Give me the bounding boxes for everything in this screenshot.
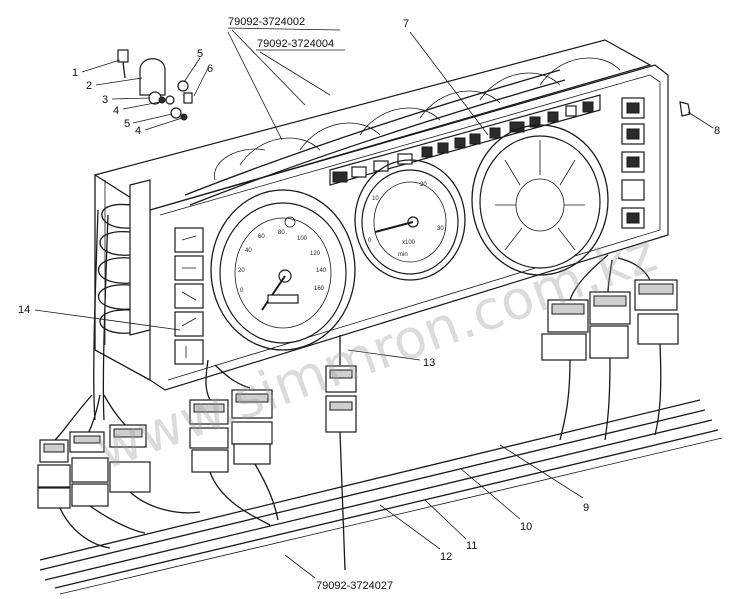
callout-8: 8 [714,125,720,137]
speedo-tick-0: 0 [240,288,244,294]
leader-lines [34,27,714,579]
callout-3: 3 [102,94,108,106]
part-number-top-sub: 79092-3724004 [257,38,334,50]
speedometer: 0 20 40 60 80 100 120 140 160 [210,189,356,351]
callout-4b: 4 [135,125,141,137]
combination-gauge [471,124,609,276]
harness-rails [39,399,723,595]
speedo-tick-60: 60 [258,234,265,240]
tach-unit: x100 [402,240,416,246]
connector-13 [325,335,357,571]
speedo-tick-20: 20 [238,268,245,274]
callout-5b: 5 [124,118,130,130]
speedo-tick-40: 40 [245,248,252,254]
part-number-top-main: 79092-3724002 [228,16,305,28]
speedo-tick-160: 160 [314,286,325,292]
tach-tick-30: 30 [437,226,444,232]
speedo-tick-120: 120 [310,251,321,257]
callout-10: 10 [520,521,532,533]
callout-4a: 4 [113,105,119,117]
hardware-parts [117,49,193,121]
callout-2: 2 [86,80,92,92]
tach-sub-unit: min [398,252,408,258]
connector-cluster-left [37,394,201,549]
connector-cluster-middle [189,359,279,526]
speedo-tick-100: 100 [297,236,308,242]
tach-tick-0: 0 [368,238,372,244]
tachometer: 0 10 20 30 x100 min [354,159,466,281]
tach-tick-20: 20 [420,182,427,188]
tach-tick-10: 10 [372,196,379,202]
callout-5a: 5 [197,48,203,60]
right-switch-column [621,97,645,229]
connector-cluster-right [541,254,679,441]
callout-13: 13 [423,357,435,369]
part-number-bottom: 79092-3724027 [316,580,393,592]
bulb-part [679,101,691,117]
callout-11: 11 [466,540,477,552]
left-switch-column [174,227,204,365]
callout-1: 1 [72,67,78,79]
callout-12: 12 [440,551,452,563]
callout-7: 7 [403,18,409,30]
speedo-tick-80: 80 [278,230,285,236]
callout-9: 9 [583,502,589,514]
side-connectors [93,179,151,421]
callout-6: 6 [207,63,213,75]
callout-14: 14 [18,304,30,316]
speedo-tick-140: 140 [316,268,327,274]
